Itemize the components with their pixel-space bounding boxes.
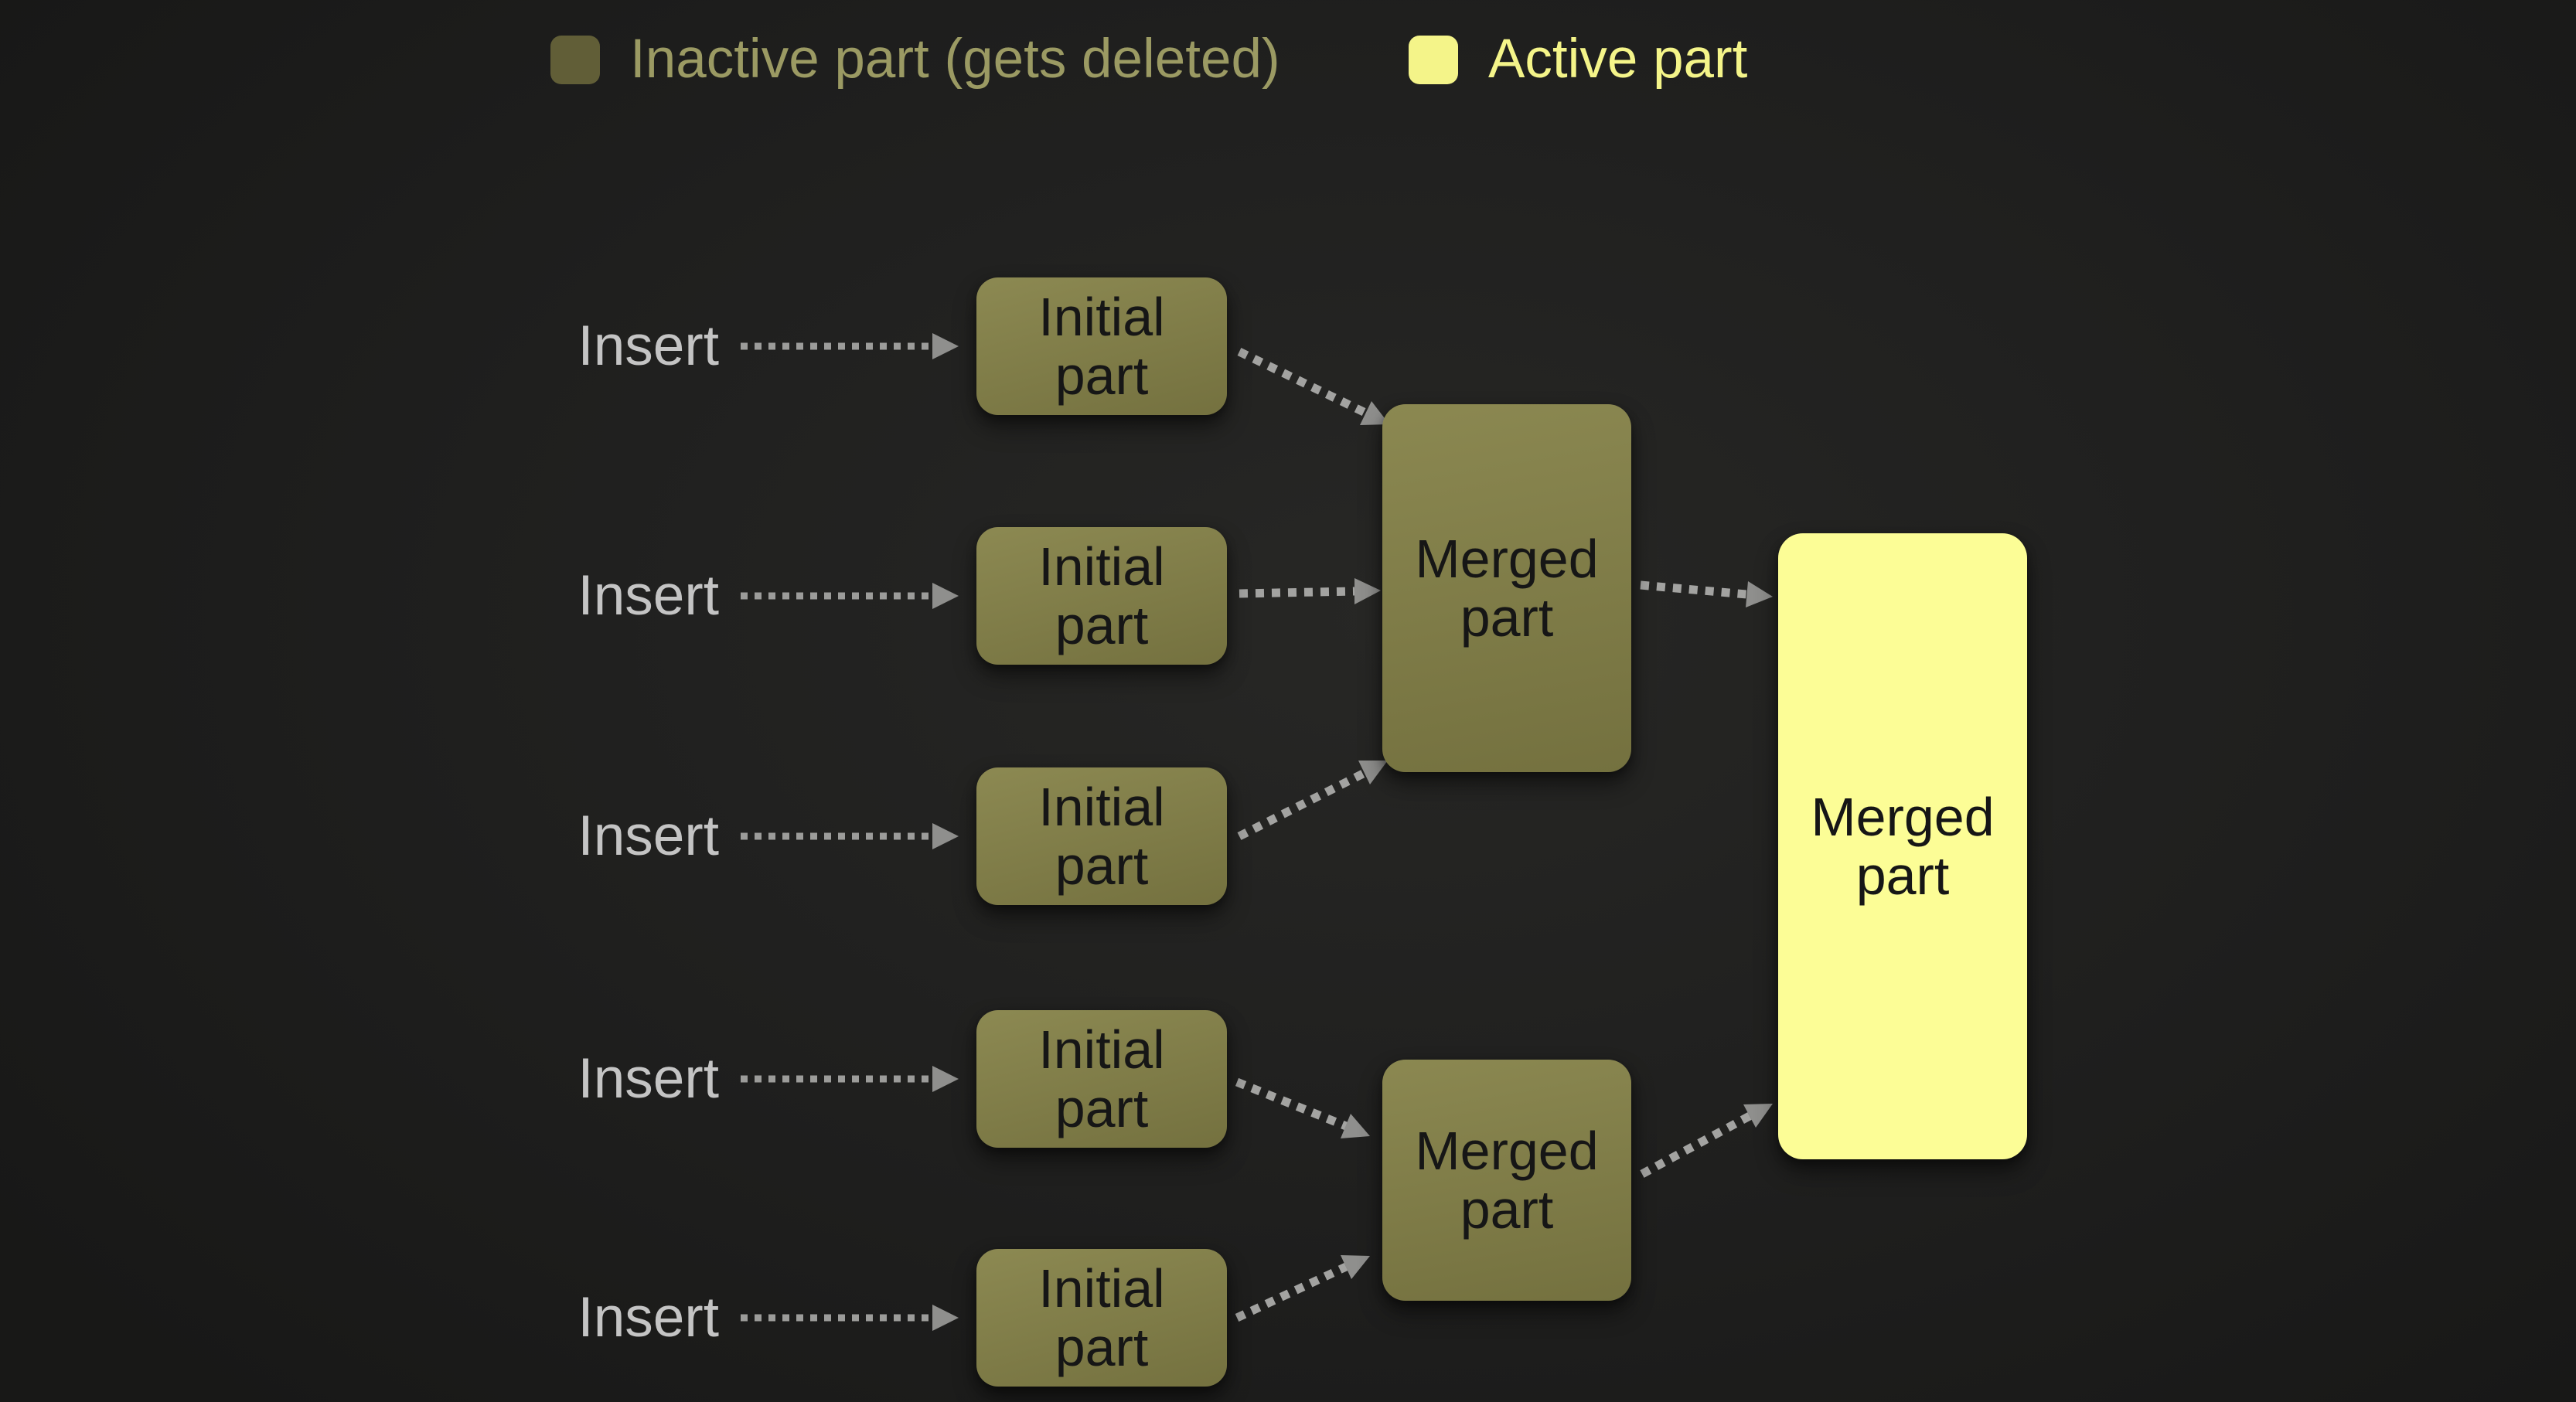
dotted-arrow-line — [1237, 348, 1368, 417]
arrow-head — [932, 333, 959, 359]
insert-label: Insert — [578, 1286, 719, 1349]
legend-item-active: Active part — [1409, 29, 1748, 90]
legend-label-inactive: Inactive part (gets deleted) — [630, 29, 1280, 90]
arrow-head — [932, 823, 959, 849]
initial-part-box: Initial part — [976, 1249, 1227, 1387]
box-label-line: Initial — [1038, 1019, 1165, 1080]
legend-label-active: Active part — [1488, 29, 1748, 90]
box-label-line: Initial — [1038, 777, 1165, 837]
initial-part-box: Initial part — [976, 1010, 1227, 1148]
insert-label: Insert — [578, 805, 719, 867]
dotted-arrow-line — [1239, 587, 1355, 598]
arrow-head — [1341, 1114, 1370, 1138]
arrow-head — [932, 583, 959, 609]
box-label-line: part — [1855, 846, 1950, 906]
insert-label: Insert — [578, 1047, 719, 1110]
legend: Inactive part (gets deleted) Active part — [0, 0, 2576, 124]
final-merged-part-box: Merged part — [1778, 533, 2027, 1159]
dotted-arrow-line — [1640, 580, 1747, 599]
dotted-arrow-line — [1235, 1263, 1348, 1322]
box-label-line: Initial — [1038, 1258, 1165, 1319]
inactive-swatch-icon — [550, 35, 600, 84]
arrow-head — [932, 1066, 959, 1092]
initial-part-box: Initial part — [976, 527, 1227, 665]
box-label-line: part — [1055, 835, 1149, 896]
arrow-head — [1358, 761, 1388, 784]
box-label-line: Initial — [1038, 536, 1165, 597]
dotted-arrow-line — [1235, 1077, 1348, 1131]
merged-part-box: Merged part — [1382, 1060, 1631, 1301]
insert-label: Insert — [578, 315, 719, 377]
box-label-line: Merged — [1415, 529, 1599, 589]
initial-part-box: Initial part — [976, 767, 1227, 905]
legend-item-inactive: Inactive part (gets deleted) — [550, 29, 1280, 90]
insert-label: Insert — [578, 564, 719, 627]
box-label-line: part — [1460, 1179, 1554, 1240]
active-swatch-icon — [1409, 35, 1458, 84]
dotted-arrow-line — [1640, 1112, 1752, 1178]
arrow-head — [1743, 1104, 1773, 1128]
arrow-head — [1341, 1255, 1370, 1279]
box-label-line: part — [1055, 1078, 1149, 1138]
box-label-line: part — [1055, 1317, 1149, 1377]
initial-part-box: Initial part — [976, 277, 1227, 415]
arrow-head — [1746, 581, 1773, 607]
box-label-line: part — [1055, 345, 1149, 406]
merged-part-box: Merged part — [1382, 404, 1631, 772]
box-label-line: Merged — [1415, 1121, 1599, 1181]
dotted-arrow-line — [1237, 769, 1367, 840]
box-label-line: part — [1460, 587, 1554, 648]
arrow-head — [1354, 578, 1381, 604]
box-label-line: Merged — [1811, 787, 1995, 847]
arrow-head — [932, 1305, 959, 1331]
box-label-line: part — [1055, 595, 1149, 655]
box-label-line: Initial — [1038, 287, 1165, 347]
